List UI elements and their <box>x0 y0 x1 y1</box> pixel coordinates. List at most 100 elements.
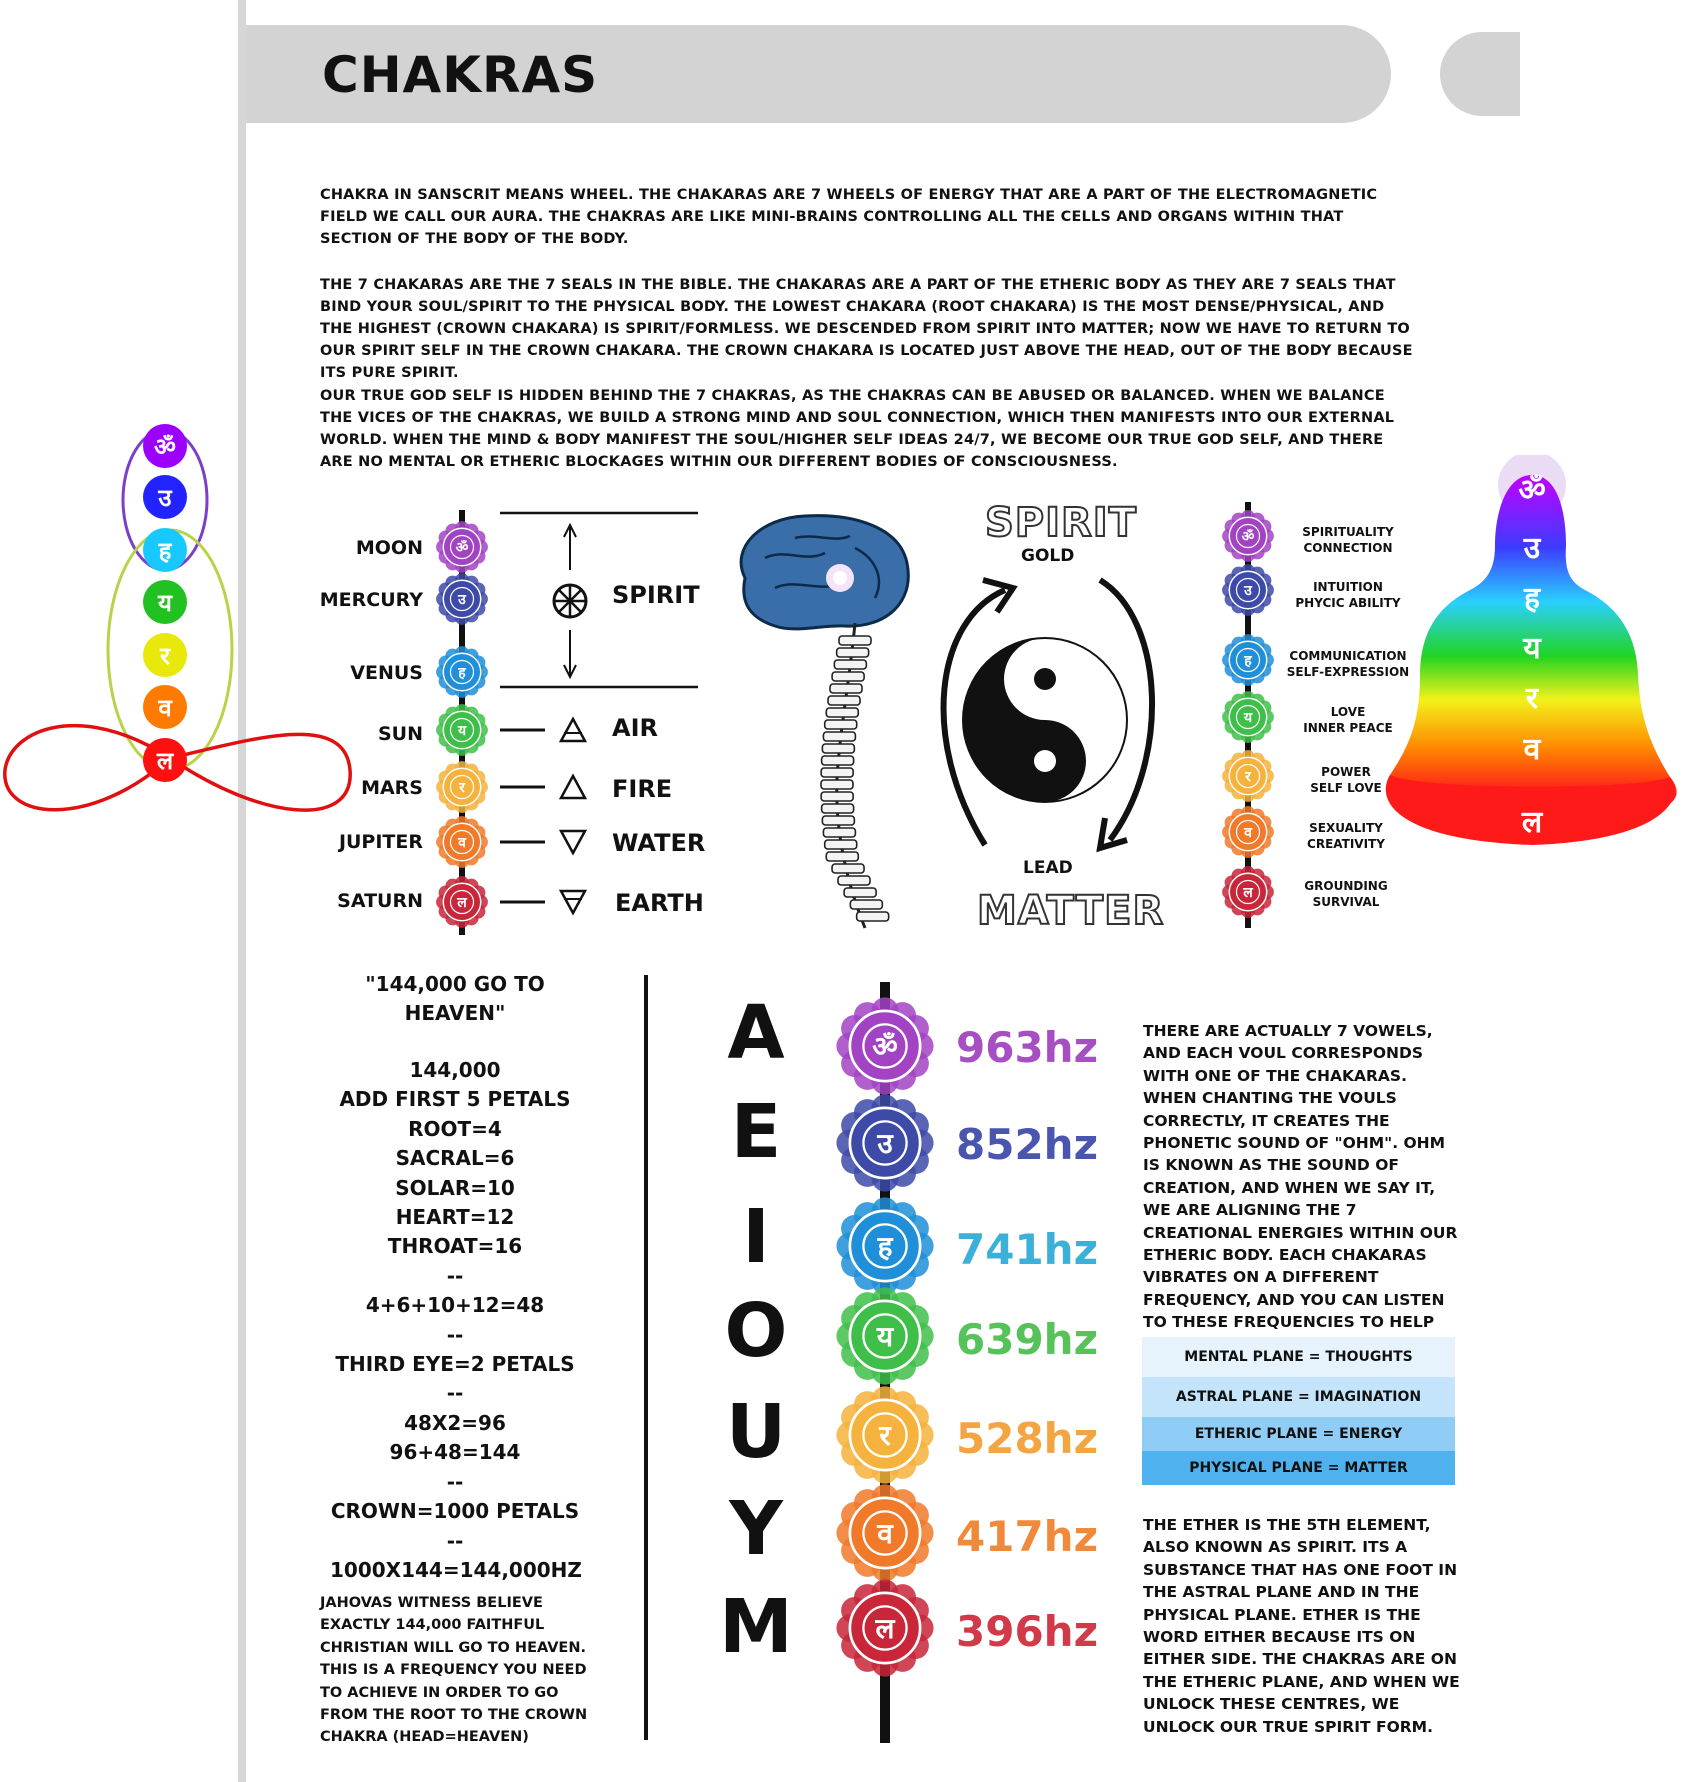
svg-text:ॐ: ॐ <box>456 539 469 556</box>
intro-paragraph-2: THE 7 CHAKARAS ARE THE 7 SEALS IN THE BI… <box>320 277 1413 381</box>
svg-text:य: य <box>457 723 467 739</box>
svg-text:ॐ: ॐ <box>872 1030 898 1063</box>
glow-chakra-crown-icon: ॐ <box>143 424 187 468</box>
frequency-852hz: 852hz <box>956 1120 1099 1169</box>
svg-text:ह: ह <box>158 537 173 565</box>
frequency-528hz: 528hz <box>956 1414 1099 1463</box>
plane-row: MENTAL PLANE = THOUGHTS <box>1142 1337 1455 1377</box>
numerology-line: -- <box>446 1263 464 1288</box>
svg-text:व: व <box>1243 825 1253 841</box>
svg-text:र: र <box>458 780 466 796</box>
numerology-line: ADD FIRST 5 PETALS <box>339 1087 571 1112</box>
fire-symbol-icon <box>558 773 588 800</box>
numerology-line: SACRAL=6 <box>395 1146 515 1171</box>
chakra-third-eye-icon: उ <box>436 573 488 625</box>
chakra-third-eye-icon: उ <box>1222 564 1274 616</box>
spirit-heading: SPIRIT <box>984 499 1137 547</box>
water-symbol-icon <box>558 829 588 856</box>
spirit-label: SPIRIT <box>612 581 700 609</box>
vowel-a: A <box>727 990 785 1076</box>
svg-text:ल: ल <box>1242 885 1253 901</box>
figure-chakra-sacral-icon: व <box>1523 732 1542 767</box>
page-margin-line <box>238 0 246 1782</box>
element-label-earth: EARTH <box>615 889 704 917</box>
vowel-u: U <box>725 1389 787 1475</box>
glow-chakra-sacral-icon: व <box>143 685 187 729</box>
frequency-741hz: 741hz <box>956 1225 1099 1274</box>
numerology-line: THIRD EYE=2 PETALS <box>335 1352 575 1377</box>
figure-chakra-throat-icon: ह <box>1523 581 1541 616</box>
numerology-note: JAHOVAS WITNESS BELIEVE EXACTLY 144,000 … <box>320 1595 588 1746</box>
planets-chakra-column: ॐउ ह य र व ल <box>436 510 698 935</box>
planet-label-jupiter: JUPITER <box>338 831 423 853</box>
ether-explanation: THE ETHER IS THE 5TH ELEMENT, ALSO KNOWN… <box>1143 1516 1460 1736</box>
svg-text:य: य <box>157 589 173 617</box>
svg-text:व: व <box>157 694 173 722</box>
earth-symbol-icon <box>558 889 588 916</box>
svg-text:ल: ल <box>875 1612 896 1645</box>
numerology-line: 1000X144=144,000HZ <box>330 1557 582 1582</box>
element-label-fire: FIRE <box>612 775 673 803</box>
intro-paragraph-3: OUR TRUE GOD SELF IS HIDDEN BEHIND THE 7… <box>320 388 1395 470</box>
glow-chakra-throat-icon: ह <box>143 528 187 572</box>
spirit-matter-cycle <box>940 577 1155 853</box>
chakra-heart-icon: य <box>1222 691 1274 743</box>
numerology-line: SOLAR=10 <box>395 1175 515 1200</box>
next-page-header-tab <box>1440 32 1520 116</box>
chakra-root-icon: ल <box>836 1579 934 1677</box>
svg-text:व: व <box>876 1517 894 1550</box>
numerology-line: THROAT=16 <box>387 1234 523 1259</box>
numerology-line: -- <box>446 1469 464 1494</box>
plane-row: ETHERIC PLANE = ENERGY <box>1142 1417 1455 1451</box>
vowel-i: I <box>742 1194 770 1280</box>
chakra-heart-icon: य <box>836 1287 934 1385</box>
numerology-line: ROOT=4 <box>408 1116 502 1141</box>
page-title: CHAKRAS <box>322 46 599 104</box>
chakra-root-icon: ल <box>436 876 488 928</box>
numerology-line: 96+48=144 <box>389 1440 521 1465</box>
lead-label: LEAD <box>1023 858 1073 878</box>
chakra-throat-icon: ह <box>836 1197 934 1295</box>
svg-text:व: व <box>457 835 467 851</box>
vowel-e: E <box>730 1089 782 1175</box>
glow-chakra-heart-icon: य <box>143 580 187 624</box>
gold-label: GOLD <box>1021 546 1075 566</box>
numerology-line: -- <box>446 1322 464 1347</box>
numerology-line: -- <box>446 1381 464 1406</box>
element-label-water: WATER <box>612 829 706 857</box>
brain-spine-illustration <box>739 514 910 929</box>
svg-text:ल: ल <box>456 895 467 911</box>
svg-text:उ: उ <box>876 1127 894 1160</box>
planet-label-moon: MOON <box>355 537 423 559</box>
glow-chakra-third-eye-icon: उ <box>143 475 187 519</box>
chakra-crown-icon: ॐ <box>1222 510 1274 562</box>
chakra-solar-plexus-icon: र <box>1222 750 1274 802</box>
frequency-417hz: 417hz <box>956 1512 1099 1561</box>
frequency-chakra-column: ॐ उ हय र व ल <box>836 982 934 1743</box>
element-label-air: AIR <box>612 714 658 742</box>
chakra-root-icon: ल <box>1222 866 1274 918</box>
numerology-line: 48X2=96 <box>404 1410 506 1435</box>
svg-text:ह: ह <box>457 665 466 681</box>
vowel-m: M <box>719 1584 793 1670</box>
numerology-line: CROWN=1000 PETALS <box>330 1499 580 1524</box>
svg-text:ल: ल <box>156 747 175 775</box>
svg-text:र: र <box>878 1419 892 1452</box>
figure-chakra-root-icon: ल <box>1521 805 1544 840</box>
planet-label-sun: SUN <box>377 723 423 745</box>
chakra-throat-icon: ह <box>1222 634 1274 686</box>
header-banner <box>246 25 1391 123</box>
figure-chakra-third-eye-icon: उ <box>1523 531 1542 566</box>
chakra-throat-icon: ह <box>436 646 488 698</box>
frequency-639hz: 639hz <box>956 1315 1099 1364</box>
svg-text:य: य <box>876 1320 895 1353</box>
numerology-line: HEART=12 <box>395 1205 515 1230</box>
